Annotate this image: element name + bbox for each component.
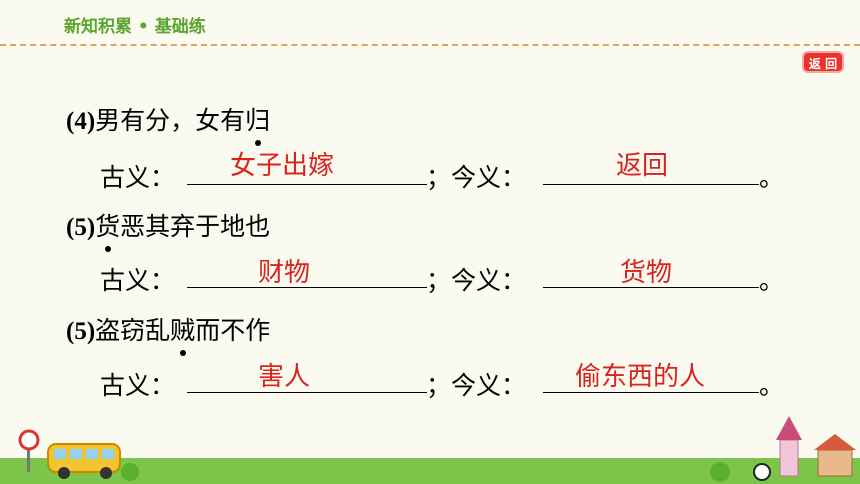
decorative-scene — [18, 416, 856, 482]
period-1: 。 — [759, 163, 785, 192]
answer-blank-jin-3 — [543, 392, 759, 393]
answer-blank-jin-1 — [543, 184, 759, 185]
bus-stop-sign-icon — [18, 429, 40, 472]
header-title: 新知积累 • 基础练 — [64, 17, 206, 37]
answer-gu-3: 害人 — [258, 362, 311, 392]
answer-blank-gu-1 — [187, 184, 427, 185]
dotted-character: 贼 — [170, 311, 195, 356]
emphasis-dot — [179, 350, 186, 356]
question-2: (5)货恶其弃于地也 — [66, 207, 271, 252]
period-3: 。 — [759, 371, 785, 400]
gu-label-1: 古义： — [100, 163, 176, 192]
answer-jin-2: 货物 — [620, 258, 673, 288]
dotted-character: 货 — [95, 207, 120, 252]
answer-jin-3: 偷东西的人 — [575, 362, 706, 392]
header-divider — [0, 44, 860, 46]
answer-blank-gu-2 — [187, 287, 427, 288]
ball-icon — [753, 463, 771, 481]
emphasis-dot — [104, 246, 111, 252]
question-3: (5)盗窃乱贼而不作 — [66, 311, 271, 356]
jin-label-1: ；今义： — [426, 163, 527, 192]
jin-label-2: ；今义： — [426, 266, 527, 295]
question-number: (4) — [66, 108, 96, 135]
question-number: (5) — [66, 318, 96, 345]
question-text-post: 而不作 — [195, 316, 271, 345]
question-text-post: 恶其弃于地也 — [120, 212, 271, 241]
question-1: (4)男有分，女有归 — [66, 101, 270, 146]
gu-label-2: 古义： — [100, 266, 176, 295]
emphasis-dot — [254, 140, 261, 146]
house-icon — [814, 434, 856, 477]
gu-label-3: 古义： — [100, 371, 176, 400]
answer-blank-gu-3 — [187, 392, 427, 393]
dotted-character: 归 — [245, 101, 270, 146]
question-number: (5) — [66, 214, 96, 241]
bus-icon — [47, 443, 121, 479]
bush-icon — [121, 462, 730, 482]
question-text-pre: 男有分，女有 — [95, 106, 246, 135]
answer-jin-1: 返回 — [616, 151, 669, 181]
period-2: 。 — [759, 266, 785, 295]
question-text-pre: 盗窃乱 — [95, 316, 171, 345]
answer-gu-1: 女子出嫁 — [230, 151, 335, 181]
jin-label-3: ；今义： — [426, 371, 527, 400]
answer-blank-jin-2 — [543, 287, 759, 288]
castle-tower-icon — [776, 416, 802, 477]
return-button[interactable]: 返 回 — [802, 51, 844, 73]
answer-gu-2: 财物 — [258, 258, 311, 288]
